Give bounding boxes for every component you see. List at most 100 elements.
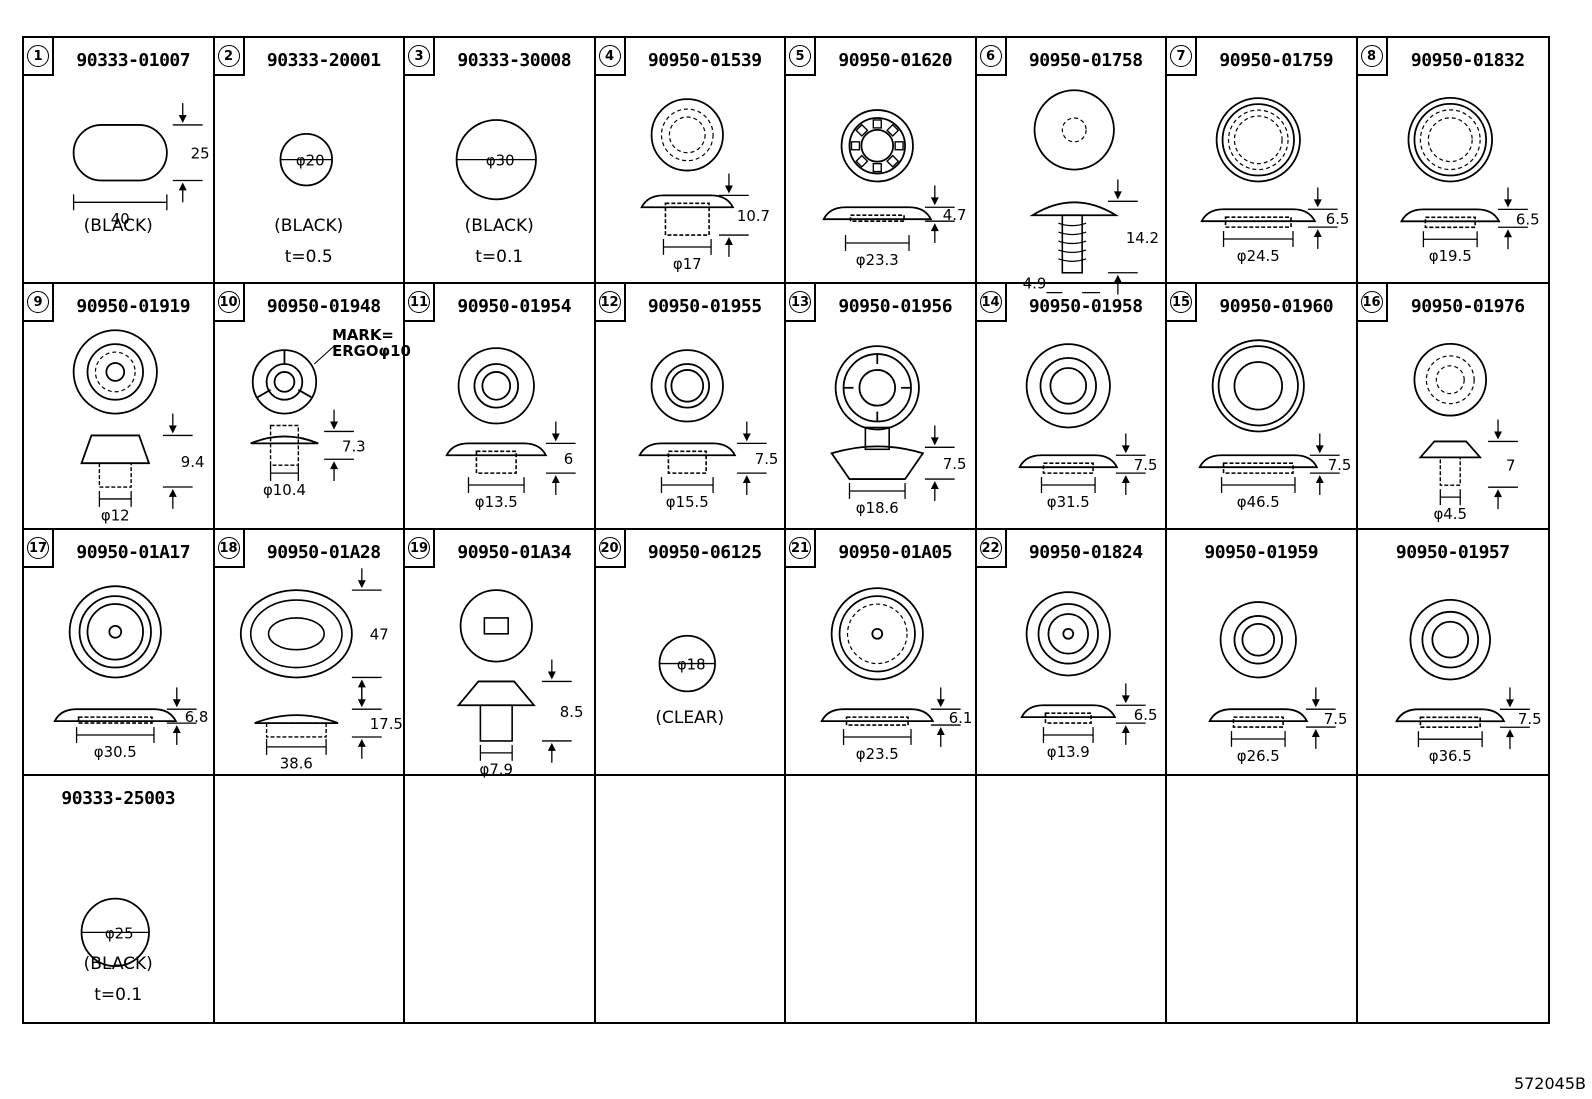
- body-shape: [1419, 716, 1481, 729]
- part-number: 90950-01539: [647, 50, 762, 71]
- item-number: 9: [27, 291, 49, 313]
- flange-shape: [253, 714, 338, 724]
- arrow-icon: [930, 481, 939, 489]
- circle-outline: [273, 371, 295, 393]
- arrow-icon: [1113, 274, 1122, 283]
- diameter-label: φ36.5: [1428, 747, 1471, 765]
- circle-outline: [1241, 622, 1276, 657]
- diameter-label: φ24.5: [1237, 247, 1280, 265]
- circle-outline: [860, 129, 895, 163]
- item-number: 8: [1360, 45, 1383, 67]
- dimension-line: [313, 345, 334, 365]
- body-shape: [849, 214, 905, 222]
- oval-inner: [249, 599, 343, 669]
- item-number-box: 13: [786, 284, 816, 322]
- part-note: (BLACK): [464, 216, 534, 236]
- diameter-label: φ30.5: [94, 743, 137, 761]
- height-label: 7: [1505, 456, 1514, 474]
- item-number-box: 11: [405, 284, 435, 322]
- arrow-icon: [357, 699, 366, 708]
- circle-outline: [830, 587, 924, 681]
- circle-outline: [1037, 603, 1099, 665]
- dimension-label: φ20: [295, 152, 324, 170]
- item-number-box: 3: [405, 38, 435, 76]
- flange-shape: [637, 442, 736, 457]
- item-number-box: 6: [976, 38, 1007, 76]
- arrow-icon: [357, 679, 366, 688]
- circle-outline: [858, 369, 897, 407]
- oval-plug-shape: [239, 589, 353, 679]
- circle-outline: [78, 595, 152, 669]
- height-label: 6.8: [185, 708, 209, 726]
- flange-shape: [639, 194, 734, 209]
- body-shape: [265, 722, 327, 738]
- arrow-icon: [930, 197, 939, 206]
- circle-outline: [1047, 613, 1089, 655]
- flange-shape: [1399, 208, 1500, 223]
- diameter-label: φ13.5: [475, 493, 518, 511]
- arrow-icon: [172, 699, 181, 708]
- tooth-shape: [855, 123, 869, 137]
- empty-cell: [786, 776, 977, 1022]
- circle-outline: [1025, 343, 1111, 429]
- item-number: 15: [1170, 291, 1192, 313]
- flange-shape: [1019, 704, 1116, 719]
- diameter-label: φ4.5: [1433, 505, 1467, 523]
- circle-outline: [834, 345, 920, 431]
- circle-outline: [86, 343, 144, 401]
- height-label: 7.5: [1133, 456, 1157, 474]
- arrow-icon: [742, 433, 751, 442]
- item-number-box: 2: [214, 38, 245, 76]
- circle-outline: [1430, 620, 1469, 659]
- height-label: 9.4: [181, 453, 205, 471]
- tooth-shape: [894, 141, 904, 151]
- height-label: 17.5: [369, 715, 402, 733]
- ridge-shape: [1057, 240, 1086, 245]
- part-number: 90333-25003: [61, 788, 176, 809]
- height-label: 7.5: [754, 450, 778, 468]
- part-number: 90950-01959: [1204, 542, 1319, 563]
- part-drawing: 8.5φ7.9: [456, 589, 583, 779]
- dimension-line: [255, 389, 271, 399]
- part-note: (BLACK): [274, 216, 344, 236]
- circle-outline: [1413, 102, 1487, 177]
- part-number: 90950-01976: [1410, 296, 1525, 317]
- circle-outline: [664, 363, 710, 409]
- circle-outline: [459, 589, 533, 663]
- flange-shape: [1200, 208, 1317, 223]
- circle-outline: [838, 595, 916, 673]
- arrow-icon: [1121, 695, 1130, 704]
- circle-outline: [108, 624, 123, 639]
- circle-outline: [1219, 601, 1297, 679]
- height-label: 7.3: [341, 437, 365, 455]
- arrow-icon: [1503, 229, 1512, 238]
- arrow-icon: [1503, 199, 1512, 208]
- item-number: 6: [979, 45, 1002, 67]
- circle-outline: [840, 109, 914, 183]
- part-number: 90950-01620: [838, 50, 953, 71]
- mark-label: MARK=: [332, 326, 394, 344]
- dimension-label: 4.9: [1022, 275, 1046, 293]
- oval-core: [267, 617, 325, 651]
- height-label: 6.5: [1326, 210, 1350, 228]
- item-number: 14: [979, 291, 1002, 313]
- body-shape: [1222, 462, 1294, 474]
- part-number: 90950-01956: [838, 296, 953, 317]
- item-number-box: 4: [595, 38, 626, 76]
- arrow-icon: [1121, 725, 1130, 734]
- arrow-icon: [1311, 729, 1320, 737]
- oval-plug-shape: [72, 124, 168, 182]
